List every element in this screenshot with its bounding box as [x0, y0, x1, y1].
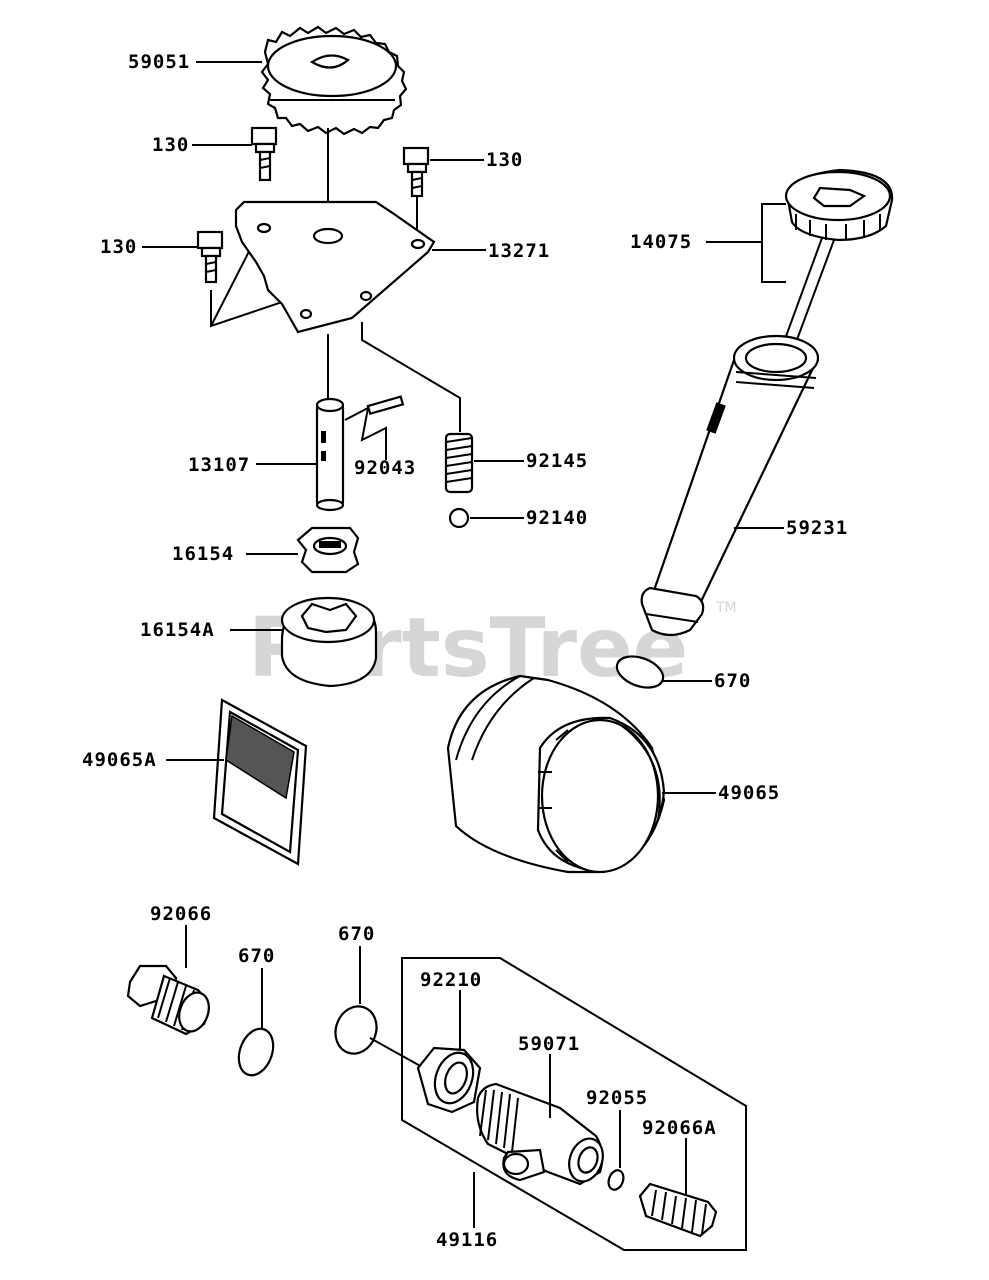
callout-59231[interactable]: 59231: [786, 517, 848, 539]
callout-92145[interactable]: 92145: [526, 450, 588, 472]
nut-92210[interactable]: [416, 1046, 482, 1114]
pin-92043[interactable]: [366, 395, 405, 416]
bolt-130-left[interactable]: [196, 230, 224, 284]
callout-16154[interactable]: 16154: [172, 543, 234, 565]
callout-670-b[interactable]: 670: [238, 945, 275, 967]
leader-oring-path: [369, 1037, 425, 1069]
adapter-59071[interactable]: [476, 1082, 608, 1186]
outer-rotor-16154A[interactable]: [280, 596, 378, 688]
dipstick-cap-14075[interactable]: [784, 168, 894, 242]
callout-13271[interactable]: 13271: [488, 240, 550, 262]
rotor-16154[interactable]: [296, 526, 360, 574]
oil-filter-49065[interactable]: [446, 674, 666, 874]
plate-13271[interactable]: [234, 200, 436, 334]
o-ring-92055[interactable]: [606, 1168, 626, 1192]
callout-92140[interactable]: 92140: [526, 507, 588, 529]
leader-bracket-14075: [761, 203, 786, 283]
oil-filler-tube-59231[interactable]: [640, 334, 820, 637]
spring-92145[interactable]: [444, 432, 474, 494]
callout-49065A[interactable]: 49065A: [82, 749, 157, 771]
bolt-130-top-left[interactable]: [250, 126, 278, 182]
plug-92066A[interactable]: [638, 1182, 718, 1238]
oil-screen-49065A[interactable]: [212, 698, 308, 866]
bolt-130-top-right[interactable]: [402, 146, 430, 198]
callout-49065[interactable]: 49065: [718, 782, 780, 804]
callout-130-a[interactable]: 130: [152, 134, 189, 156]
callout-92066A[interactable]: 92066A: [642, 1117, 717, 1139]
callout-49116[interactable]: 49116: [436, 1229, 498, 1251]
leader-92043: [344, 406, 387, 460]
ball-92140[interactable]: [448, 507, 470, 529]
callout-59071[interactable]: 59071: [518, 1033, 580, 1055]
callout-92066[interactable]: 92066: [150, 903, 212, 925]
callout-92210[interactable]: 92210: [420, 969, 482, 991]
callout-130-b[interactable]: 130: [486, 149, 523, 171]
assembly-box-49116: [401, 957, 747, 1251]
o-ring-670-adapter[interactable]: [329, 1001, 383, 1060]
callout-670-c[interactable]: 670: [338, 923, 375, 945]
callout-59051[interactable]: 59051: [128, 51, 190, 73]
shaft-13107[interactable]: [315, 397, 345, 512]
watermark-trademark: TM: [715, 600, 737, 616]
leader-spring: [361, 322, 461, 432]
callout-14075[interactable]: 14075: [630, 231, 692, 253]
drain-plug-92066[interactable]: [126, 964, 214, 1036]
callout-130-c[interactable]: 130: [100, 236, 137, 258]
callout-13107[interactable]: 13107: [188, 454, 250, 476]
gear-59051[interactable]: [260, 25, 408, 136]
callout-670-a[interactable]: 670: [714, 670, 751, 692]
callout-16154A[interactable]: 16154A: [140, 619, 215, 641]
callout-92055[interactable]: 92055: [586, 1087, 648, 1109]
o-ring-670-plug[interactable]: [233, 1024, 279, 1080]
callout-92043[interactable]: 92043: [354, 457, 416, 479]
